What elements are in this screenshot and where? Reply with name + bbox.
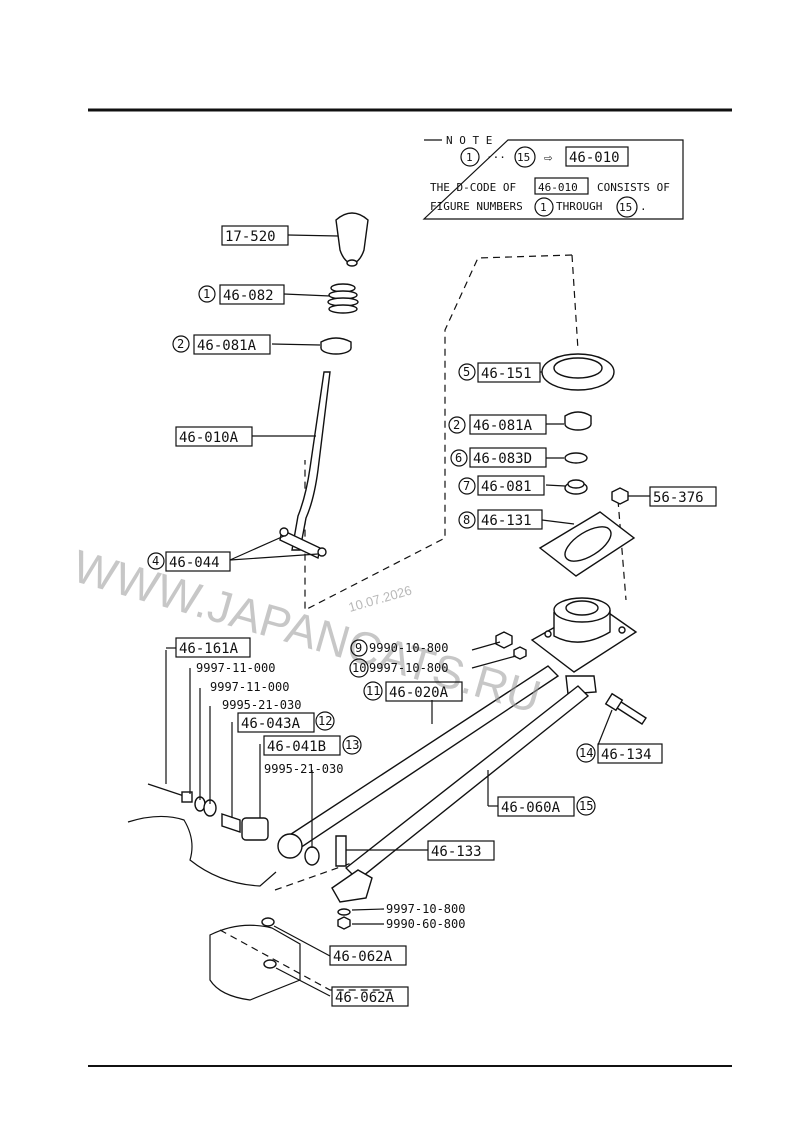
svg-text:56-376: 56-376 (653, 490, 704, 506)
svg-text:2: 2 (453, 418, 460, 432)
group-outline (304, 254, 573, 611)
transmission-outline (127, 815, 331, 1001)
svg-text:8: 8 (463, 513, 470, 527)
label-num-10: 10 (352, 661, 366, 675)
note-line1-code: 46-010 (538, 181, 578, 194)
lever-housing (530, 597, 638, 695)
control-rod (277, 665, 560, 859)
svg-text:13: 13 (345, 738, 359, 752)
callout-46-134: 14 46-134 (576, 743, 663, 764)
note-title: N O T E (446, 134, 492, 147)
callout-46-041B: 46-041B 13 (263, 735, 362, 756)
callout-46-081A-left: 2 46-081A (172, 334, 271, 355)
callout-46-081: 7 46-081 (458, 475, 545, 496)
plate-part (538, 511, 636, 577)
svg-text:2: 2 (177, 337, 184, 351)
note-line2-end: . (640, 200, 647, 213)
svg-text:46-043A: 46-043A (241, 716, 301, 732)
svg-text:14: 14 (579, 746, 593, 760)
svg-text:46-041B: 46-041B (267, 739, 326, 755)
svg-text:46-062A: 46-062A (333, 949, 393, 965)
bushing-assembly (147, 650, 320, 866)
svg-text:46-134: 46-134 (601, 747, 652, 763)
label-9990-60-800: 9990-60-800 (386, 917, 465, 931)
svg-text:46-081: 46-081 (481, 479, 532, 495)
bracket-part (331, 835, 428, 930)
svg-text:46-081A: 46-081A (197, 338, 257, 354)
label-9990-10-800: 9990-10-800 (369, 641, 448, 655)
callout-46-161A: 46-161A (166, 637, 251, 658)
watermark-text: WWW.JAPANCATS.RU (67, 540, 546, 723)
bushing-small (545, 479, 588, 495)
callout-46-133: 46-133 (427, 840, 495, 861)
svg-text:17-520: 17-520 (225, 229, 276, 245)
callout-56-376: 56-376 (649, 486, 717, 507)
note-line1-b: CONSISTS OF (597, 181, 670, 194)
callout-46-043A: 46-043A 12 (237, 711, 335, 733)
note-line2-mid: THROUGH (556, 200, 602, 213)
svg-text:46-082: 46-082 (223, 288, 274, 304)
label-9997-10-800-b: 9997-10-800 (386, 902, 465, 916)
svg-text:46-131: 46-131 (481, 513, 532, 529)
label-9995-21-030-a: 9995-21-030 (222, 698, 301, 712)
svg-text:46-151: 46-151 (481, 366, 532, 382)
callout-46-081A-right: 2 46-081A (448, 414, 547, 435)
svg-text:46-133: 46-133 (431, 844, 482, 860)
spring-part (283, 283, 359, 314)
svg-text:46-020A: 46-020A (389, 685, 449, 701)
svg-text:46-081A: 46-081A (473, 418, 533, 434)
callout-46-060A: 46-060A 15 (497, 796, 596, 817)
svg-text:46-044: 46-044 (169, 555, 220, 571)
svg-text:12: 12 (318, 714, 332, 728)
label-9997-11-000-a: 9997-11-000 (196, 661, 275, 675)
svg-text:5: 5 (463, 365, 470, 379)
callout-46-082: 1 46-082 (198, 284, 285, 305)
callout-46-131: 8 46-131 (458, 509, 543, 530)
svg-text:46-062A: 46-062A (335, 990, 395, 1006)
callout-46-062A-lower: 46-062A (331, 986, 409, 1007)
label-9997-11-000-b: 9997-11-000 (210, 680, 289, 694)
svg-text:46-161A: 46-161A (179, 641, 239, 657)
ring-part (546, 452, 588, 464)
note-range-dots: ··· (486, 151, 506, 164)
callout-46-044: 4 46-044 (147, 551, 231, 572)
label-9995-21-030-b: 9995-21-030 (264, 762, 343, 776)
svg-text:7: 7 (463, 479, 470, 493)
svg-text:4: 4 (152, 554, 159, 568)
bushing-right (546, 411, 592, 431)
svg-text:46-083D: 46-083D (473, 451, 532, 467)
note-line2-a: FIGURE NUMBERS (430, 200, 523, 213)
callout-17-520: 17-520 (221, 225, 289, 246)
svg-text:6: 6 (455, 451, 462, 465)
svg-text:1: 1 (203, 287, 210, 301)
svg-text:46-010A: 46-010A (179, 430, 239, 446)
shift-lever (252, 371, 331, 560)
nut-part (611, 487, 650, 505)
note-line2-num-start: 1 (540, 201, 547, 214)
svg-text:46-060A: 46-060A (501, 800, 561, 816)
note-range-start: 1 (466, 151, 473, 164)
label-9997-10-800: 9997-10-800 (369, 661, 448, 675)
bolt-part (597, 692, 647, 746)
note-line2-num-end: 15 (619, 201, 632, 214)
watermark-date: 10.07.2026 (347, 583, 414, 615)
callout-46-020A: 11 46-020A (363, 681, 463, 702)
note-range-end: 15 (517, 151, 530, 164)
callout-46-151: 5 46-151 (458, 362, 541, 383)
svg-text:15: 15 (579, 799, 593, 813)
boot-part (540, 353, 615, 391)
note-line1-a: THE D-CODE OF (430, 181, 516, 194)
note-box: N O T E 1 ··· 15 ⇨ 46-010 THE D-CODE OF … (422, 134, 684, 220)
callout-46-083D: 6 46-083D (450, 447, 547, 468)
note-arrow: ⇨ (544, 150, 553, 166)
label-num-9: 9 (355, 641, 362, 655)
shift-knob (287, 212, 369, 267)
bushing-left (271, 337, 352, 355)
svg-text:11: 11 (366, 684, 380, 698)
note-code: 46-010 (569, 150, 620, 166)
callout-46-010A: 46-010A (175, 426, 253, 447)
callout-46-062A-upper: 46-062A (329, 945, 407, 966)
